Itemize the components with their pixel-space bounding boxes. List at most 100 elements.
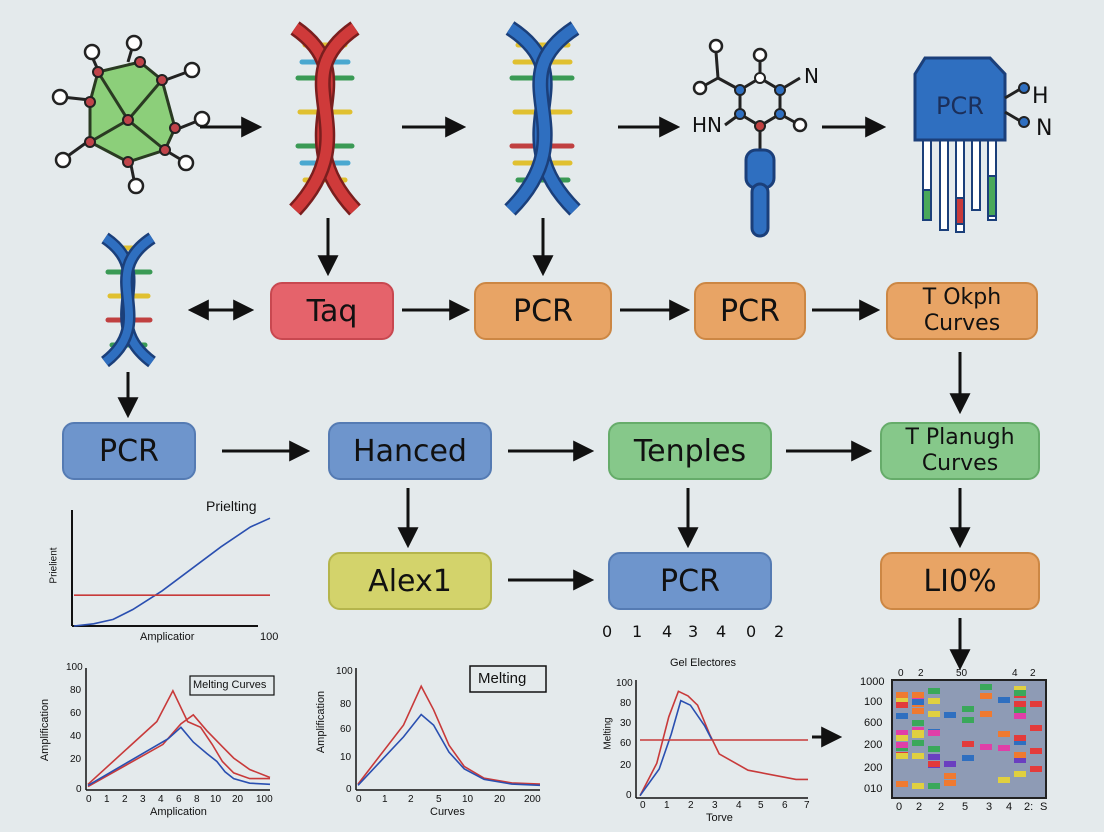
pcr-box-c: PCR [62, 422, 196, 480]
melt1-xlabel: Amplication [150, 806, 207, 818]
y-tick-label: 10 [340, 752, 352, 763]
gel-band [912, 732, 924, 738]
gel-band [1014, 752, 1026, 758]
gel-band [912, 720, 924, 726]
x-tick-label: 2 [408, 794, 414, 805]
bottom-tick-label: 2 [938, 801, 945, 813]
x-tick-label: 7 [804, 800, 810, 811]
seq-number: 0 [602, 622, 613, 641]
chip-n-label: N [1036, 116, 1053, 141]
y-tick-label: 100 [616, 678, 633, 689]
gel-band [928, 754, 940, 760]
melting-curves-plot-2 [355, 665, 547, 791]
y-tick-label: 200 [864, 762, 883, 774]
x-tick-label: 2 [122, 794, 128, 805]
gel-band [928, 730, 940, 736]
gel-band [962, 755, 974, 761]
y-tick-label: 80 [340, 699, 352, 710]
y-tick-label: 40 [70, 731, 82, 742]
y-tick-label: 20 [620, 760, 632, 771]
y-tick-label: 30 [620, 718, 632, 729]
gel-band [998, 745, 1010, 751]
gel-band [944, 780, 956, 786]
gel-band [944, 712, 956, 718]
x-tick-label: 0 [356, 794, 362, 805]
pcr-box-a-label: PCR [513, 293, 573, 329]
gel-band [980, 684, 992, 690]
x-tick-label: 0 [86, 794, 92, 805]
y-tick-label: 0 [76, 784, 82, 795]
gel-band [1030, 725, 1042, 731]
y-tick-label: 200 [864, 739, 883, 751]
alex-box-label: Alex1 [368, 563, 452, 599]
pcr-chip-icon [913, 56, 1030, 233]
gel-band [912, 708, 924, 714]
x-tick-label: 6 [782, 800, 788, 811]
seq-number: 1 [632, 622, 643, 641]
pcr-chip-label: PCR [936, 92, 984, 120]
x-tick-label: 5 [758, 800, 764, 811]
melt2-legend: Melting [478, 670, 527, 687]
gel-band [912, 699, 924, 705]
gel-band [980, 744, 992, 750]
gel-band [928, 711, 940, 717]
gel-band [896, 742, 908, 748]
alex-box: Alex1 [328, 552, 492, 610]
bottom-tick-label: 4 [1006, 801, 1013, 813]
x-tick-label: 20 [232, 794, 244, 805]
curves-box-b-line1: T Planugh [905, 425, 1015, 450]
amplification-plot [71, 510, 271, 627]
gel-band [896, 730, 908, 736]
x-tick-label: 10 [210, 794, 222, 805]
seq-number: 0 [746, 622, 757, 641]
y-tick-label: 60 [70, 708, 82, 719]
gel-band [896, 702, 908, 708]
amp-plot-xlabel: Amplicatior [140, 631, 195, 643]
tenples-box-label: Tenples [633, 433, 747, 469]
seq-number: 2 [774, 622, 785, 641]
amp-plot-ylabel: Prielient [48, 547, 60, 584]
top-tick-label: 4 [1012, 668, 1018, 679]
gel-band [998, 731, 1010, 737]
curves-box-a-line1: T Okph [922, 285, 1002, 310]
y-tick-label: 80 [620, 698, 632, 709]
top-tick-label: 2 [1030, 668, 1036, 679]
y-tick-label: 60 [340, 724, 352, 735]
x-tick-label: 2 [688, 800, 694, 811]
melting-curves-plot-1 [85, 668, 275, 791]
x-tick-label: 8 [194, 794, 200, 805]
y-tick-label: 100 [66, 662, 83, 673]
top-tick-label: 0 [898, 668, 904, 679]
melt2-ylabel: Amplification [315, 690, 328, 754]
melt-curve-blue [639, 699, 713, 797]
melt-curve-red [357, 684, 541, 785]
y-tick-label: 1000 [860, 676, 885, 688]
melt-curve-red-1 [87, 689, 270, 785]
seq-number: 4 [662, 622, 673, 641]
lio-box: LI0% [880, 552, 1040, 610]
gel-band [928, 688, 940, 694]
y-tick-label: 010 [864, 783, 883, 795]
x-tick-label: 20 [494, 794, 506, 805]
molecule-hn-label: HN [692, 113, 722, 137]
gel-band [912, 740, 924, 746]
gel-band [1014, 713, 1026, 719]
gel-band [896, 713, 908, 719]
dna-helix-blue-icon [504, 21, 581, 216]
gel-heatmap [891, 679, 1047, 799]
taq-box: Taq [270, 282, 394, 340]
melt1-legend: Melting Curves [193, 679, 267, 691]
pcr-box-a: PCR [474, 282, 612, 340]
hanced-box: Hanced [328, 422, 492, 480]
dna-helix-red-icon [289, 21, 361, 216]
bottom-tick-label: 3 [986, 801, 993, 813]
gel-band [1014, 739, 1026, 745]
gel-band [980, 711, 992, 717]
gel-band [1030, 701, 1042, 707]
melt3-title: Gel Electores [670, 657, 737, 669]
amplification-curve [73, 517, 271, 627]
gel-band [896, 696, 908, 702]
gel-band [1030, 748, 1042, 754]
gel-band [944, 773, 956, 779]
